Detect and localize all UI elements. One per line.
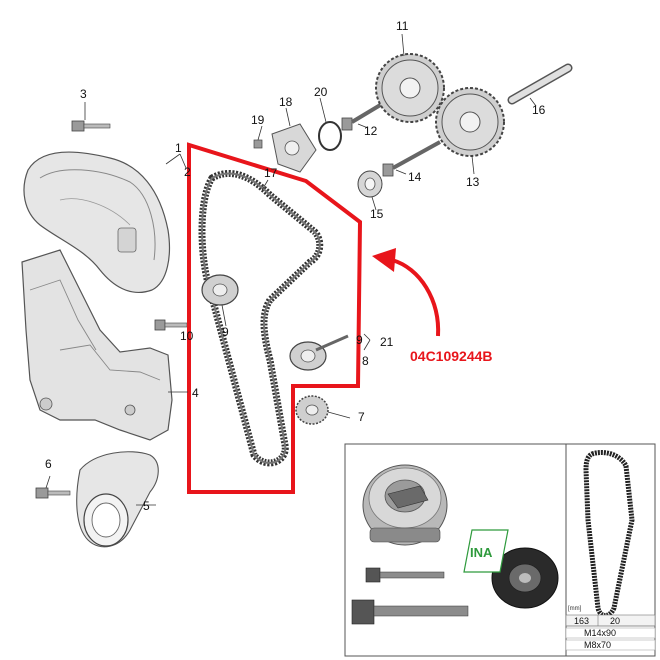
callout-11: 11 <box>396 19 409 33</box>
callout-8: 8 <box>362 354 369 368</box>
callout-16: 16 <box>532 103 546 117</box>
tensioner-pulley-photo <box>362 464 448 546</box>
bolt-6 <box>35 487 71 499</box>
unit-label: [mm] <box>568 606 582 612</box>
ina-logo: INA <box>463 529 509 573</box>
callout-9-idler: 9 <box>222 325 229 339</box>
callout-13: 13 <box>466 175 480 189</box>
bolt-12 <box>341 102 384 131</box>
bolt-m14-photo <box>351 599 469 625</box>
callout-15: 15 <box>370 207 384 221</box>
leader-lines <box>45 33 537 506</box>
belt-length-value: 163 <box>574 616 589 626</box>
callout-4: 4 <box>192 386 199 400</box>
red-arrow <box>372 248 441 337</box>
callout-2: 2 <box>184 165 191 179</box>
callout-10: 10 <box>180 329 194 343</box>
part-number-label: 04C109244B <box>410 348 493 364</box>
nut-15 <box>357 170 383 198</box>
bracket-18 <box>271 123 317 173</box>
belt-width-value: 20 <box>610 616 620 626</box>
callout-17: 17 <box>264 166 278 180</box>
lower-timing-cover <box>21 249 173 441</box>
camshaft-sprocket-13 <box>435 87 505 157</box>
callout-5: 5 <box>143 499 150 513</box>
callout-19: 19 <box>251 113 265 127</box>
upper-timing-cover <box>23 151 171 294</box>
tensioner-8 <box>289 334 349 371</box>
crank-seal-bracket <box>76 451 159 548</box>
ina-logo-text: INA <box>470 545 493 560</box>
callout-20: 20 <box>314 85 328 99</box>
bolt-3 <box>71 120 111 132</box>
bolt-14 <box>382 140 441 177</box>
callout-6: 6 <box>45 457 52 471</box>
callout-21: 21 <box>380 335 394 349</box>
callout-7: 7 <box>358 410 365 424</box>
callout-9-tensioner: 9 <box>356 333 363 347</box>
camshaft-sprocket-11 <box>375 53 445 123</box>
bolt-1-spec: M14x90 <box>584 628 616 638</box>
dowel-pin-16 <box>507 63 573 105</box>
idler-pulley-photo <box>491 547 559 609</box>
callout-14: 14 <box>408 170 422 184</box>
callout-3: 3 <box>80 87 87 101</box>
callout-18: 18 <box>279 95 293 109</box>
bolt-m8-photo <box>365 567 445 583</box>
bolt-2-spec: M8x70 <box>584 640 611 650</box>
dimension-table: [mm] 163 20 M14x90 M8x70 <box>565 606 656 651</box>
callout-12: 12 <box>364 124 378 138</box>
idler-pulley-9 <box>201 274 239 306</box>
callout-labels: 1 2 3 4 5 6 7 8 9 9 10 11 12 13 14 15 16… <box>45 19 546 513</box>
callout-1: 1 <box>175 141 182 155</box>
highlight-outline <box>187 142 363 494</box>
o-ring-20 <box>318 121 342 151</box>
crank-sprocket-7 <box>295 395 329 425</box>
timing-belt-17 <box>198 170 324 467</box>
bolt-19 <box>253 139 263 149</box>
product-inset: INA [mm] 163 20 M14x90 M8x70 <box>344 443 656 657</box>
